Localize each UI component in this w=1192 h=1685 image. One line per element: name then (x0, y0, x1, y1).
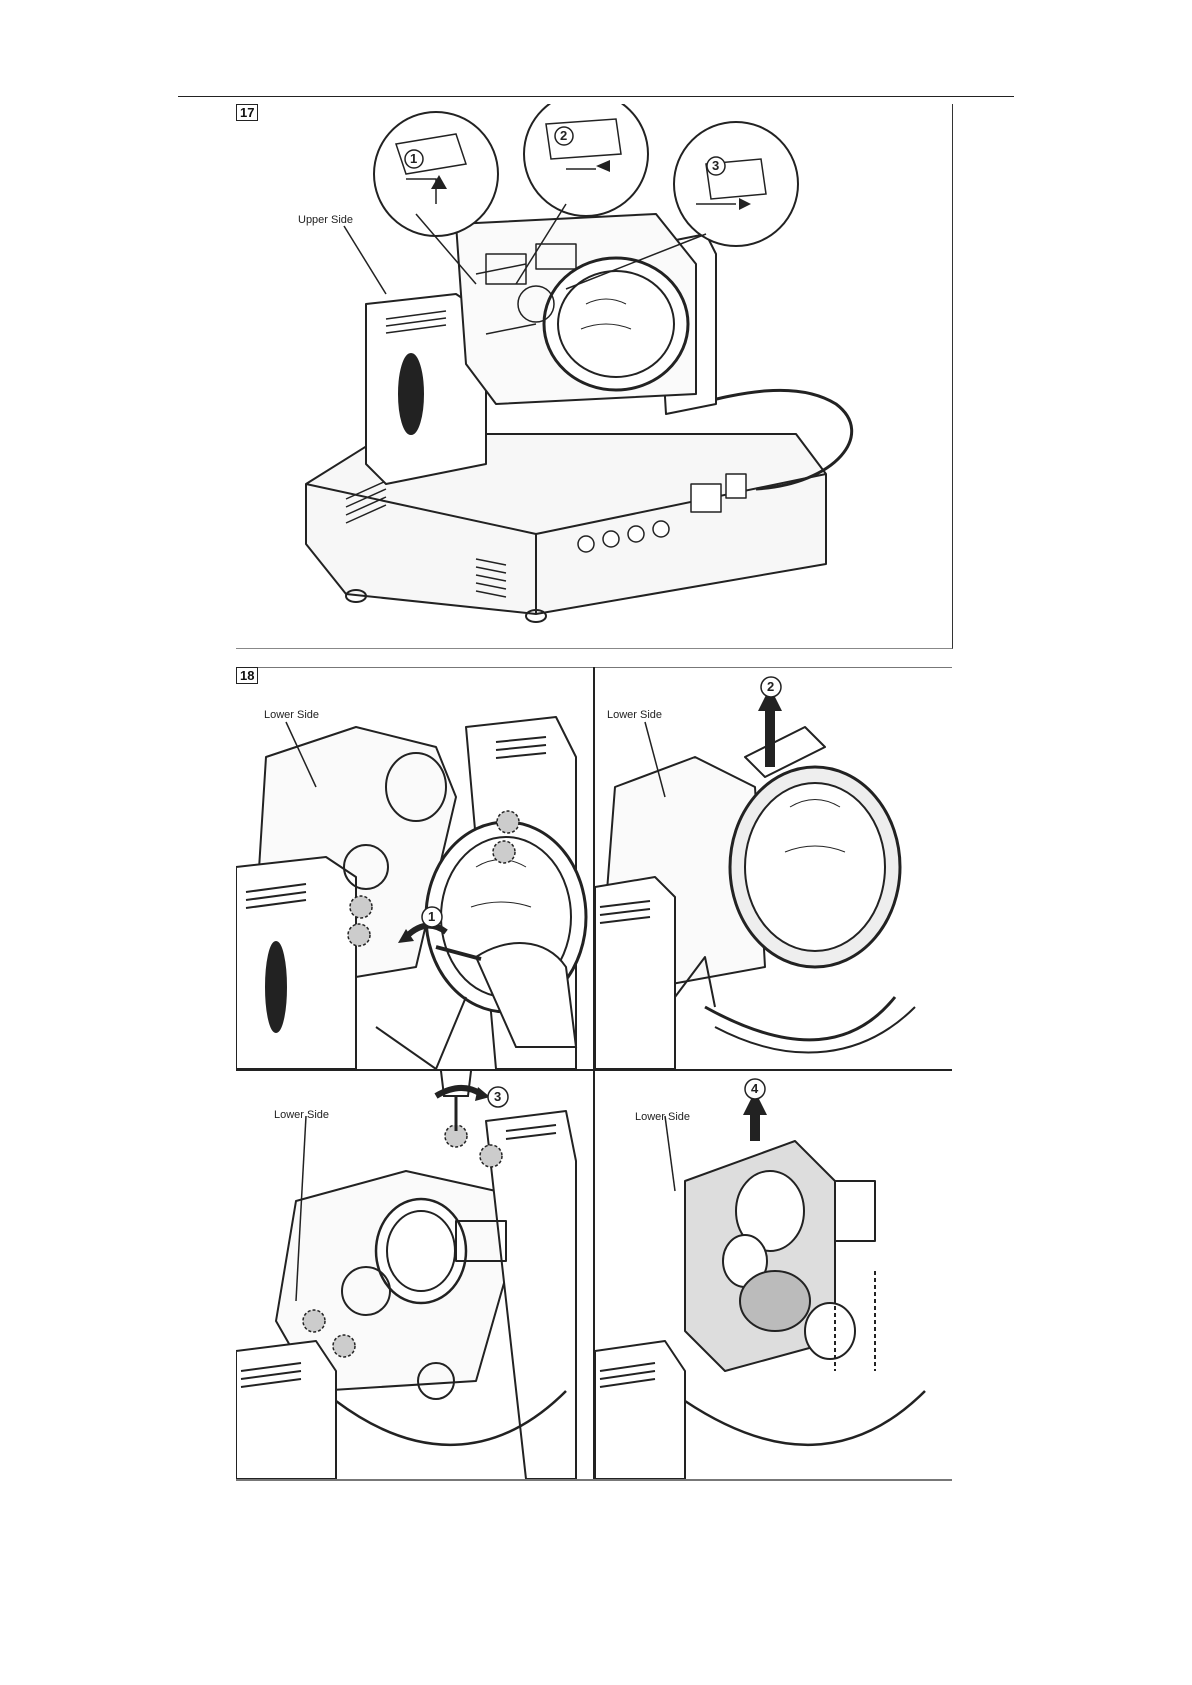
step-1-number: 1 (410, 151, 417, 166)
lower-side-label: Lower Side (274, 1109, 329, 1121)
upper-side-label: Upper Side (298, 214, 353, 226)
step-panel-2: Lower Side 2 (595, 667, 952, 1069)
illustration-lift-lens (595, 667, 952, 1069)
step-4-number: 4 (751, 1081, 758, 1096)
figure-17: 17 (236, 104, 953, 649)
figure-18: 18 (236, 667, 952, 1497)
step-panel-3: Lower Side 3 (236, 1071, 593, 1479)
step-3-number: 3 (494, 1089, 501, 1104)
illustration-lift-module (595, 1071, 952, 1479)
illustration-remove-module-screws (236, 1071, 593, 1479)
page-header-rule (178, 96, 1014, 97)
step-2-number: 2 (767, 679, 774, 694)
lower-side-label: Lower Side (607, 709, 662, 721)
step-2-number: 2 (560, 128, 567, 143)
fixture-illustration-upper (236, 104, 952, 648)
step-1-number: 1 (428, 909, 435, 924)
lower-side-label: Lower Side (264, 709, 319, 721)
step-3-number: 3 (712, 158, 719, 173)
grid-bottom-line (236, 1479, 952, 1481)
lower-side-label: Lower Side (635, 1111, 690, 1123)
figure-number: 17 (236, 104, 258, 121)
illustration-remove-lens-screws (236, 667, 593, 1069)
step-panel-4: Lower Side 4 (595, 1071, 952, 1479)
step-panel-1: Lower Side 1 (236, 667, 593, 1069)
